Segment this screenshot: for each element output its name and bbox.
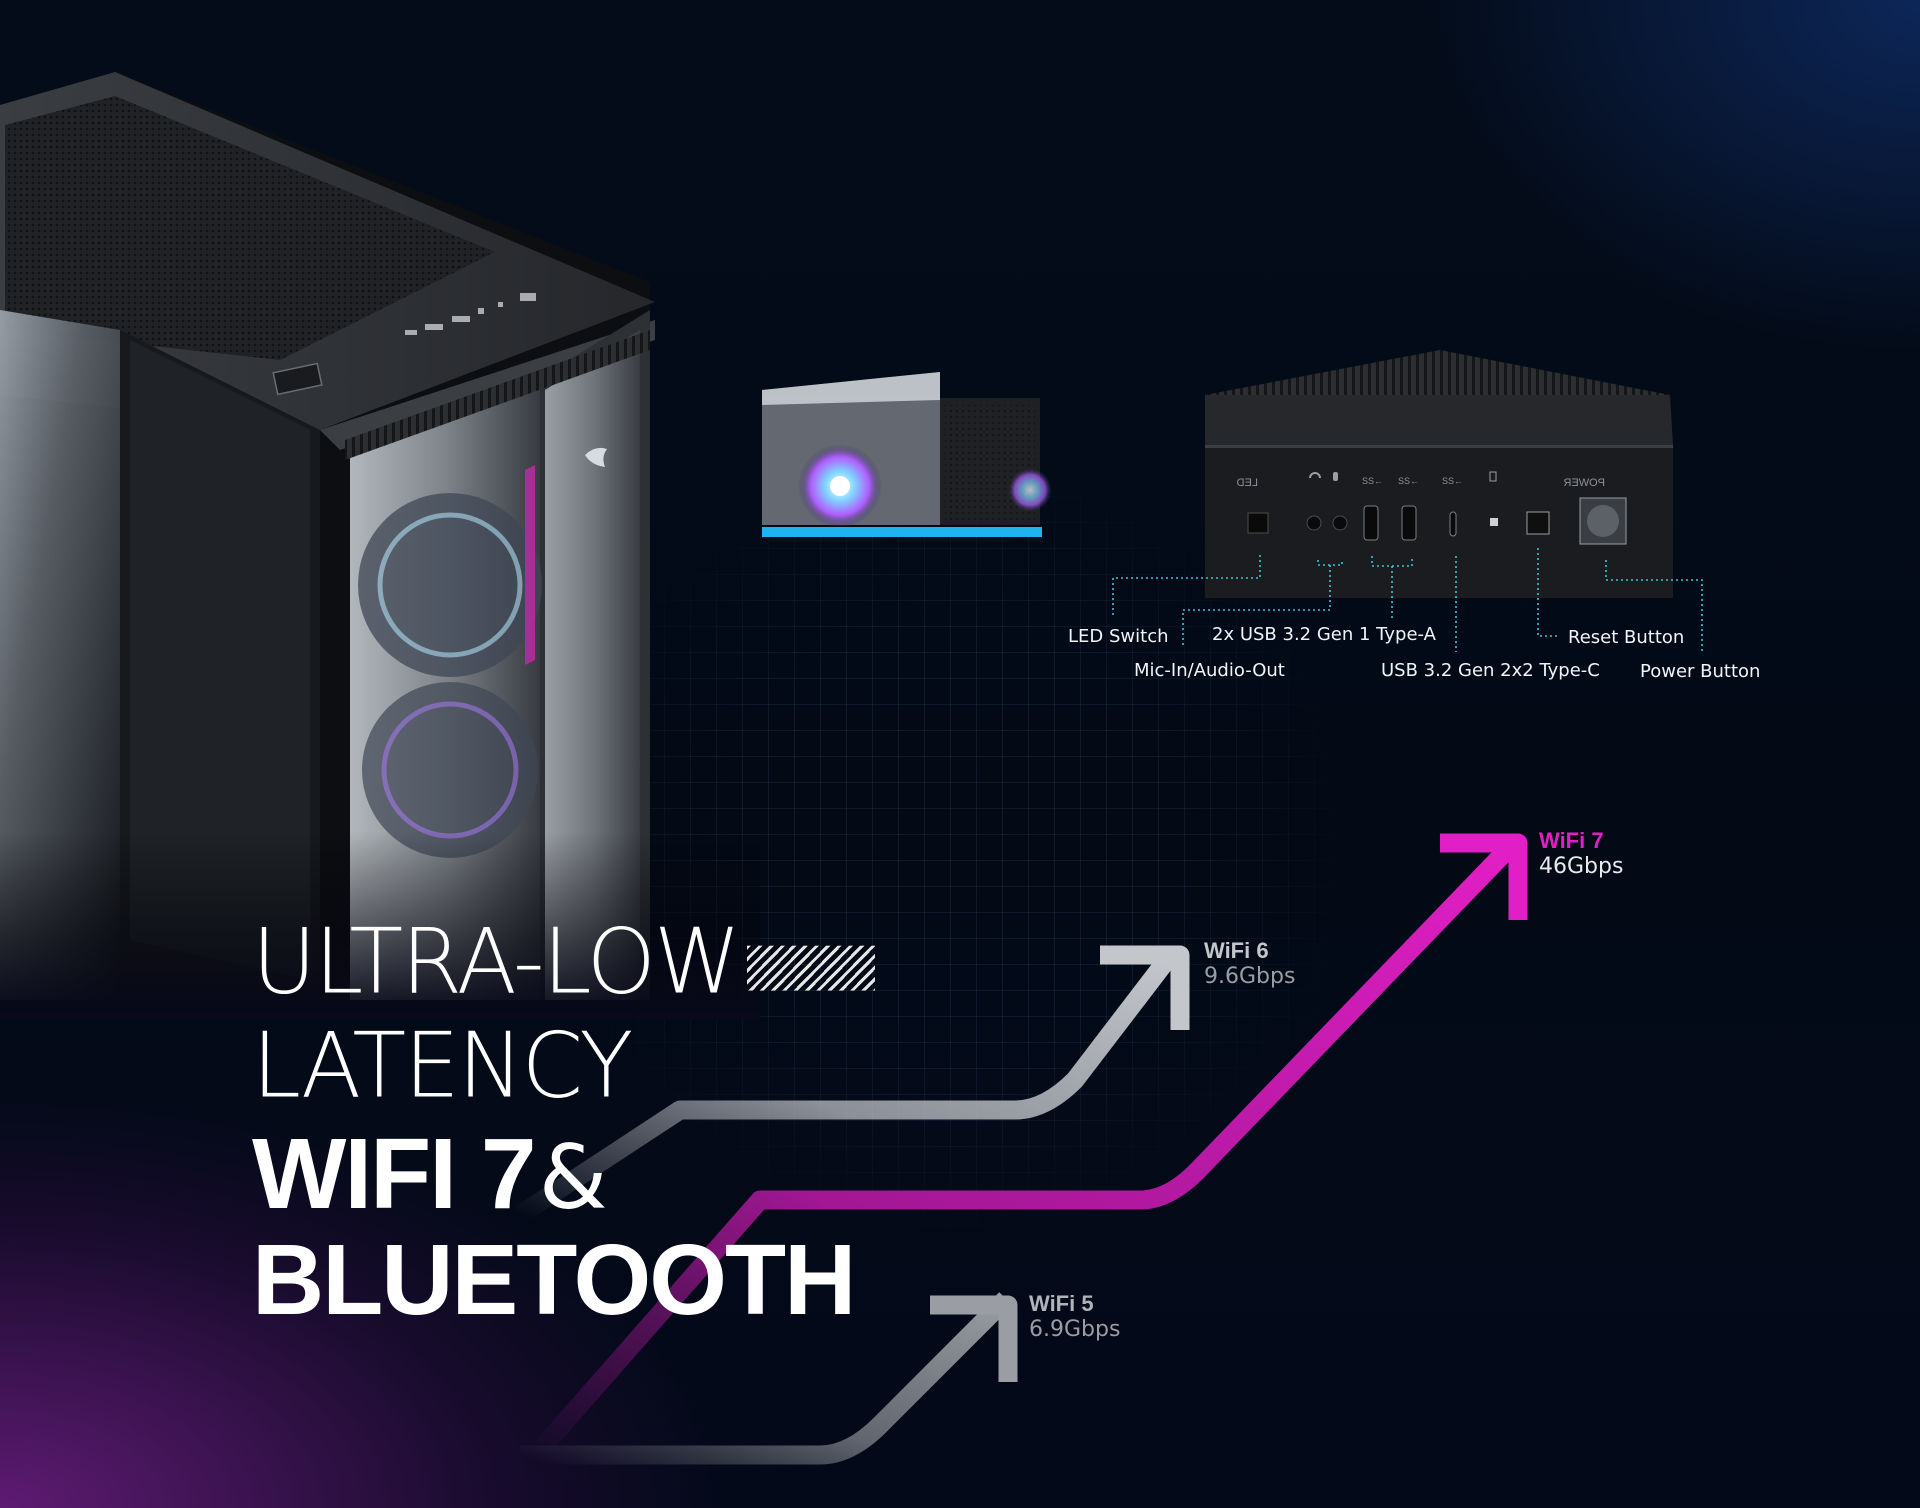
io-printed-power: POWER — [1563, 477, 1605, 489]
callout-usb-a: 2x USB 3.2 Gen 1 Type-A — [1212, 624, 1436, 645]
wifi6-label: WiFi 6 9.6Gbps — [1204, 938, 1295, 991]
io-printed-ss-2: SS← — [1398, 476, 1419, 486]
callout-mic-audio: Mic-In/Audio-Out — [1134, 660, 1285, 681]
wifi6-arrowhead — [1100, 945, 1190, 1030]
io-panel-image — [1205, 350, 1673, 598]
headphone-icon — [1309, 472, 1321, 479]
io-printed-ss-1: SS← — [1362, 476, 1383, 486]
cyan-accent-bar — [762, 527, 1042, 537]
usb-icon — [1489, 471, 1497, 482]
io-printed-led: LED — [1237, 477, 1258, 489]
wifi5-name: WiFi 5 — [1029, 1291, 1094, 1316]
wifi5-arrow — [520, 1292, 1013, 1465]
wifi6-name: WiFi 6 — [1204, 938, 1269, 963]
callout-power-button: Power Button — [1640, 661, 1761, 682]
wifi5-label: WiFi 5 6.9Gbps — [1029, 1291, 1120, 1344]
callout-led-switch: LED Switch — [1068, 626, 1169, 647]
wifi7-arrow — [532, 840, 1517, 1457]
case-thumbnail-image — [762, 372, 1052, 537]
wifi5-arrowhead — [930, 1295, 1018, 1382]
headline-line-1: ULTRA-LOW — [252, 917, 875, 1007]
headline-ultra-low: ULTRA-LOW — [252, 908, 741, 1015]
wifi6-speed: 9.6Gbps — [1204, 964, 1296, 990]
wifi7-label: WiFi 7 46Gbps — [1539, 828, 1623, 881]
wifi7-speed: 46Gbps — [1539, 854, 1624, 880]
headline-ampersand: & — [538, 1126, 608, 1229]
wifi6-arrow — [514, 955, 1174, 1223]
wifi5-speed: 6.9Gbps — [1029, 1317, 1121, 1343]
msi-dragon-logo-icon — [585, 447, 607, 467]
wifi7-name: WiFi 7 — [1539, 828, 1604, 853]
speed-arrows — [514, 833, 1528, 1465]
headline-wifi7: WIFI 7 — [252, 1118, 536, 1230]
headline-line-3: WIFI 7 & — [252, 1124, 608, 1224]
wifi7-arrowhead — [1440, 833, 1528, 920]
callout-reset-button: Reset Button — [1568, 627, 1685, 648]
microphone-icon — [1333, 472, 1338, 481]
headline-line-2: LATENCY — [252, 1012, 633, 1119]
pc-case-image — [0, 72, 760, 1020]
io-printed-ss-3: SS← — [1442, 476, 1463, 486]
callout-usb-c: USB 3.2 Gen 2x2 Type-C — [1381, 660, 1600, 681]
headline-line-4: BLUETOOTH — [252, 1224, 856, 1336]
hatch-decoration — [746, 945, 875, 991]
callout-lines — [1112, 548, 1703, 652]
